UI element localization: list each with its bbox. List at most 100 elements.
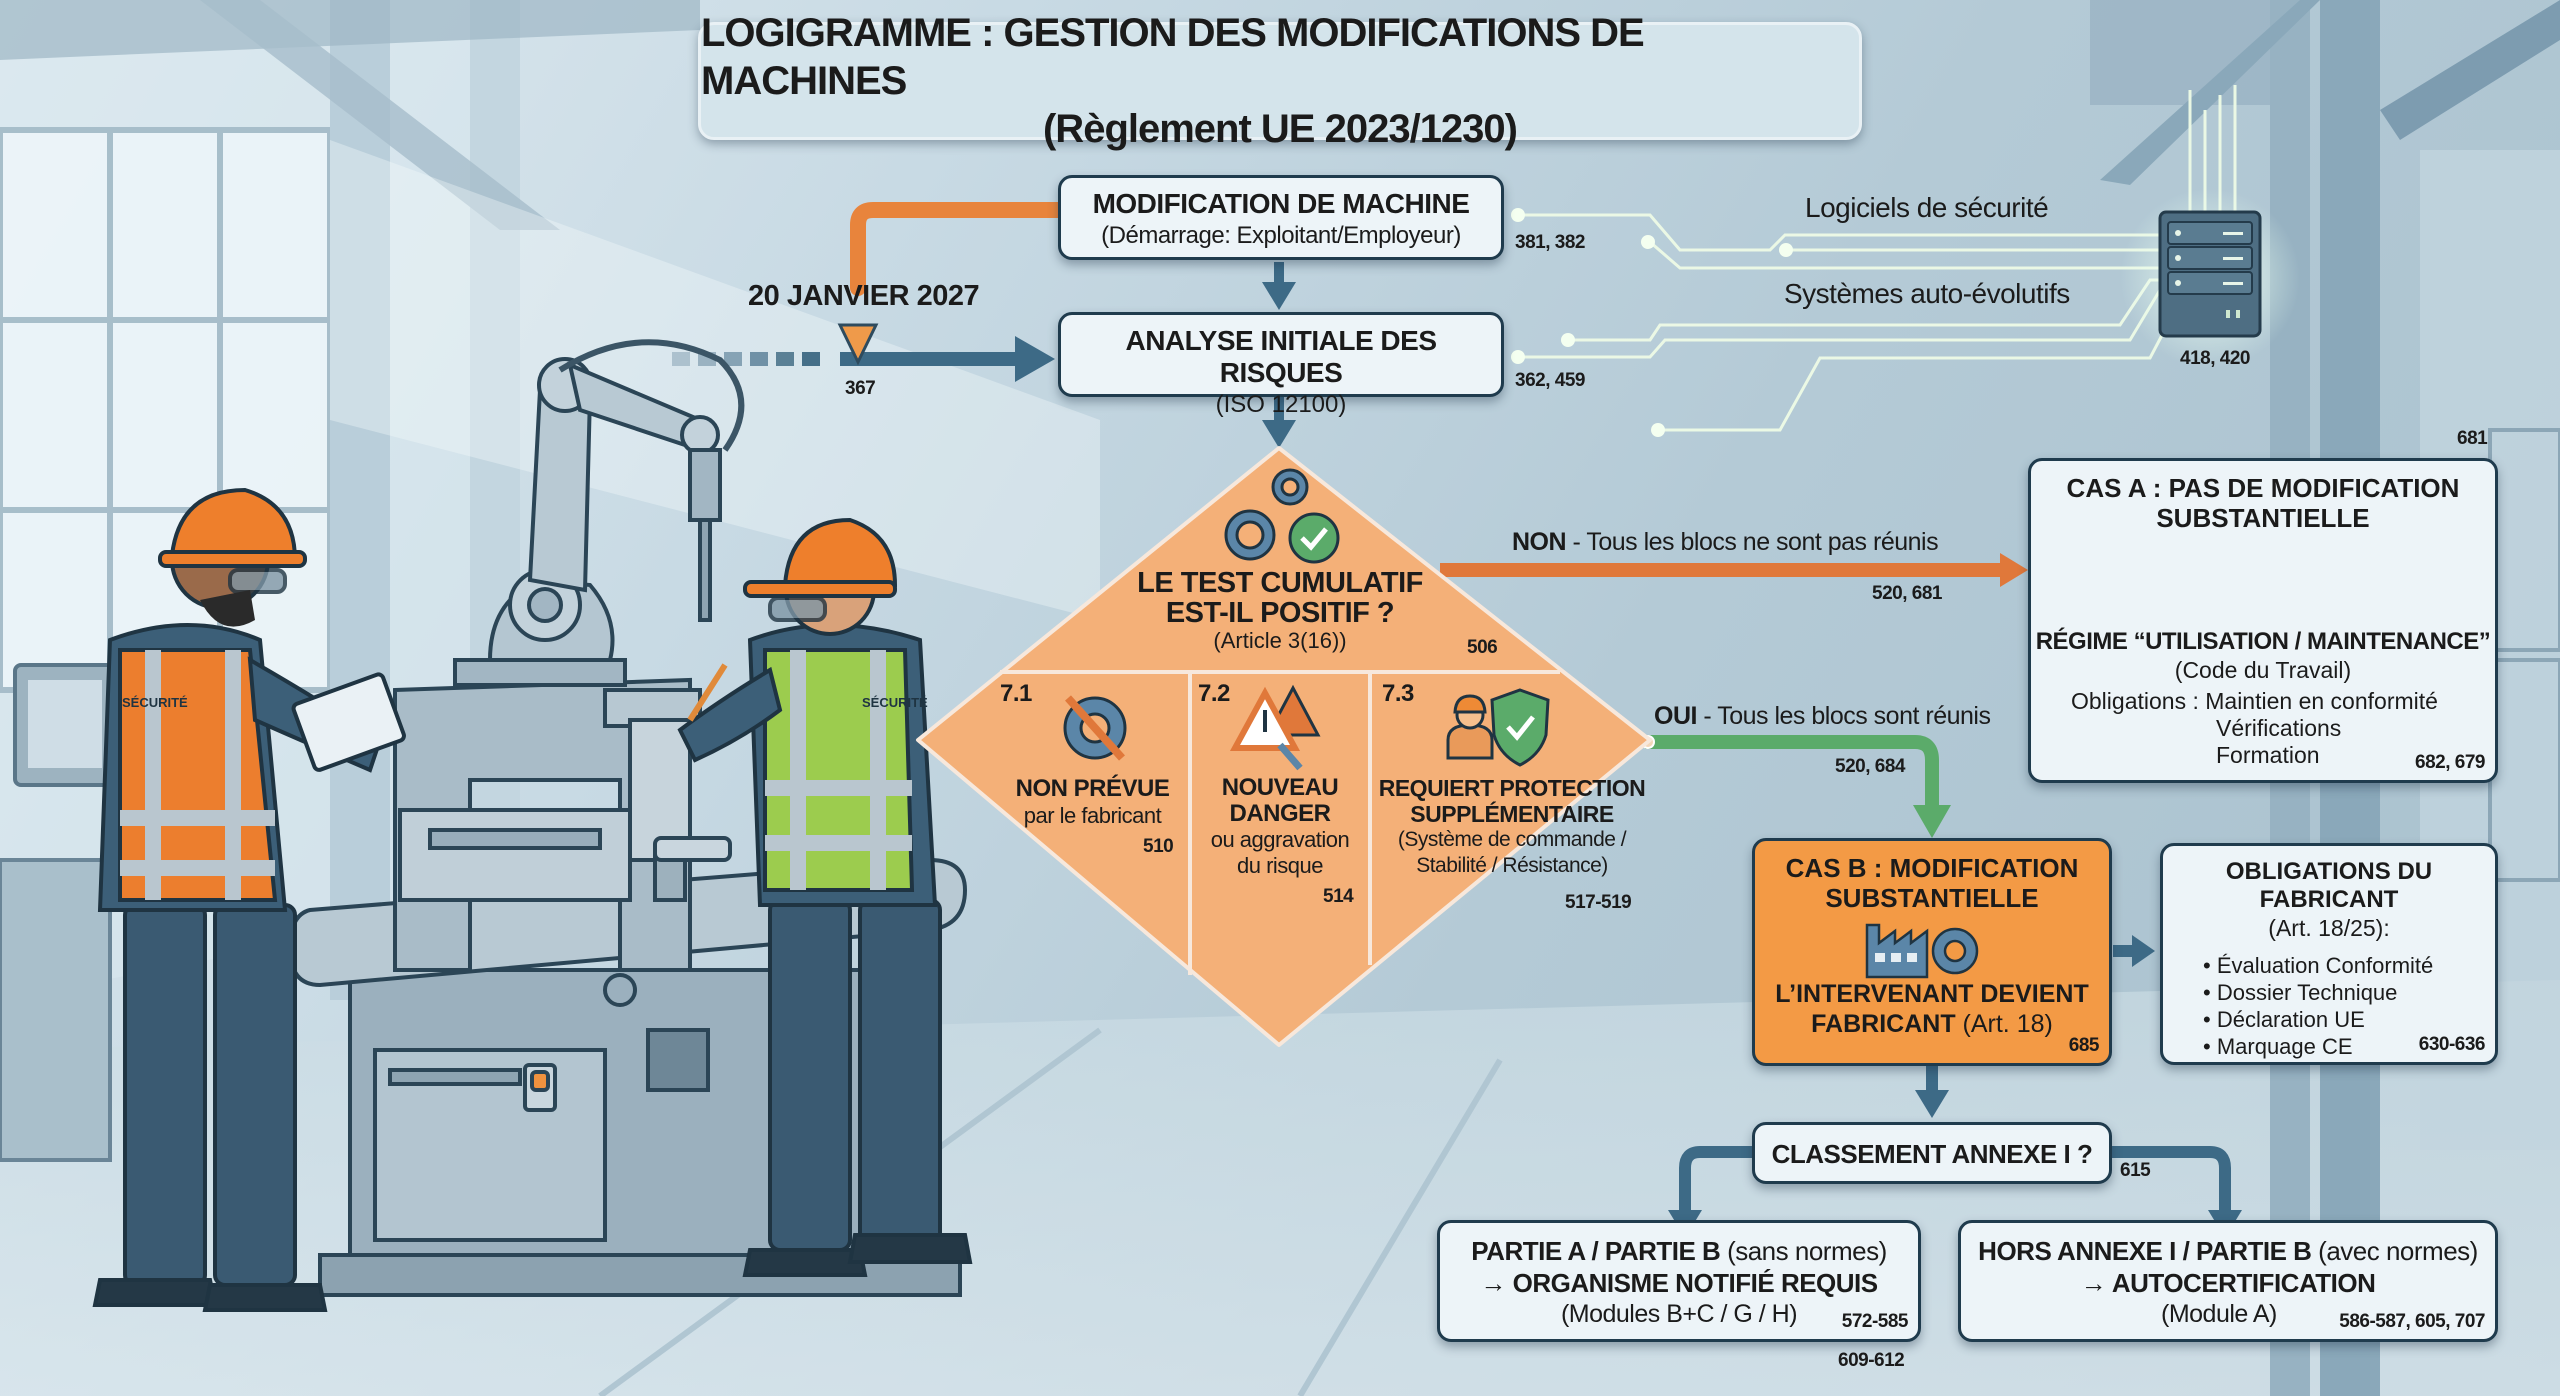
- milestone-triangle-icon: [837, 323, 879, 366]
- outcome-notified-box[interactable]: PARTIE A / PARTIE B (sans normes) → ORGA…: [1437, 1220, 1921, 1342]
- obligations-item: • Marquage CE: [2203, 1034, 2353, 1059]
- criterion-7-2-title-1: NOUVEAU: [1221, 774, 1339, 801]
- obligations-ref: 630-636: [2418, 1034, 2486, 1055]
- criterion-7-1-detail: par le fabricant: [1023, 803, 1162, 828]
- criterion-7-2-title-2: DANGER: [1229, 800, 1331, 827]
- annex-question-label: CLASSEMENT ANNEXE I ?: [1771, 1139, 2093, 1169]
- software-ref: 418, 420: [2180, 348, 2250, 369]
- outcome-notified-line-2: → ORGANISME NOTIFIÉ REQUIS: [1480, 1268, 1878, 1298]
- gear-crossed-icon: [1063, 695, 1127, 761]
- vest-label-right: SÉCURITÉ: [862, 695, 928, 710]
- case-b-title-1: CAS B : MODIFICATION: [1785, 853, 2079, 883]
- warning-magnifier-icon: [1229, 684, 1321, 771]
- case-a-obligation-2: Vérifications: [2216, 715, 2342, 741]
- clipboard-icon: [291, 672, 406, 772]
- criterion-7-1-number: 7.1: [1000, 680, 1032, 707]
- case-a-obligation-3: Formation: [2216, 742, 2320, 768]
- obligations-item: • Dossier Technique: [2203, 980, 2398, 1005]
- outcome-self-normal: (avec normes): [2311, 1236, 2478, 1266]
- software-security-label: Logiciels de sécurité: [1805, 192, 2049, 223]
- step-modification-title: MODIFICATION DE MACHINE: [1092, 188, 1470, 219]
- branch-yes-label[interactable]: OUI - Tous les blocs sont réunis: [1654, 702, 1991, 731]
- annex-question-ref: 615: [2120, 1160, 2151, 1181]
- criterion-7-1-ref: 510: [1143, 836, 1174, 857]
- outcome-notified-ref: 572-585: [1841, 1311, 1909, 1332]
- software-self-evolving-label: Systèmes auto-évolutifs: [1784, 278, 2070, 309]
- date-connector: [850, 202, 1068, 296]
- obligations-subtitle: (Art. 18/25):: [2268, 915, 2390, 941]
- criterion-7-3-detail-1: (Système de commande /: [1397, 828, 1627, 851]
- outcome-self-line-2: → AUTOCERTIFICATION: [2080, 1268, 2376, 1298]
- timeline-date: 20 JANVIER 2027: [748, 280, 980, 312]
- arrow-to-annex: [1915, 1066, 1949, 1118]
- case-b-result-1: L’INTERVENANT DEVIENT: [1775, 980, 2089, 1008]
- outcome-notified-normal: (sans normes): [1720, 1236, 1887, 1266]
- step-modification-ref: 381, 382: [1515, 232, 1585, 253]
- obligations-item: • Évaluation Conformité: [2203, 953, 2434, 978]
- criterion-7-3-number: 7.3: [1382, 680, 1414, 707]
- case-b-result-bold: FABRICANT: [1811, 1010, 1956, 1038]
- timeline-bar: [672, 336, 1055, 382]
- diagram-title: LOGIGRAMME : GESTION DES MODIFICATIONS D…: [698, 11, 1862, 151]
- step-analysis-ref: 362, 459: [1515, 370, 1585, 391]
- decision-subtitle: (Article 3(16)): [1213, 628, 1347, 653]
- outcome-self-line-3: (Module A): [2161, 1300, 2277, 1328]
- step-modification-box[interactable]: MODIFICATION DE MACHINE (Démarrage: Expl…: [1058, 175, 1504, 260]
- worker-shield-icon: [1446, 688, 1550, 767]
- title-line-2: (Règlement UE 2023/1230): [1042, 107, 1518, 151]
- branch-yes-text: - Tous les blocs sont réunis: [1696, 702, 1991, 730]
- worker-right-illustration: [677, 517, 973, 1277]
- circuit-nodes: [1511, 208, 1793, 437]
- obligations-item: • Déclaration UE: [2203, 1007, 2365, 1032]
- branch-no-label[interactable]: NON - Tous les blocs ne sont pas réunis: [1512, 528, 1939, 557]
- case-a-title-2: SUBSTANTIELLE: [2156, 503, 2370, 533]
- criterion-7-2-detail-1: ou aggravation: [1210, 827, 1350, 852]
- vest-label-left: SÉCURITÉ: [122, 695, 188, 710]
- arrow-no: [1440, 553, 2028, 587]
- step-analysis-subtitle: (ISO 12100): [1215, 391, 1347, 418]
- step-modification-subtitle: (Démarrage: Exploitant/Employeur): [1101, 222, 1461, 249]
- criterion-7-3-title-1: REQUIERT PROTECTION: [1378, 775, 1646, 801]
- flow-arrows: [1262, 262, 1296, 448]
- criterion-7-3-title-2: SUPPLÉMENTAIRE: [1410, 801, 1614, 827]
- criterion-7-1-title: NON PRÉVUE: [1015, 775, 1170, 802]
- decision-line-1: LE TEST CUMULATIF: [1137, 567, 1423, 599]
- branch-no-ref: 520, 681: [1872, 583, 1942, 604]
- case-b-result-rest: (Art. 18): [1955, 1010, 2053, 1038]
- arrow-right-icon: [1015, 336, 1055, 382]
- criterion-7-2-number: 7.2: [1198, 680, 1230, 707]
- criterion-7-3-detail-2: Stabilité / Résistance): [1416, 854, 1608, 877]
- case-a-code: (Code du Travail): [2174, 657, 2352, 683]
- case-b-icons: [1755, 913, 2109, 979]
- criterion-7-3-ref: 517-519: [1565, 892, 1632, 913]
- case-b-ref: 685: [2068, 1035, 2100, 1056]
- case-b-box[interactable]: CAS B : MODIFICATION SUBSTANTIELLE L’INT…: [1752, 838, 2112, 1066]
- criterion-7-2-detail-2: du risque: [1236, 853, 1324, 878]
- branch-no-keyword: NON: [1512, 528, 1567, 556]
- window-icon: [0, 127, 333, 693]
- case-a-title-1: CAS A : PAS DE MODIFICATION: [2066, 473, 2460, 503]
- case-a-ref-top: 681: [2457, 428, 2488, 449]
- outcome-notified-bold: PARTIE A / PARTIE B: [1471, 1236, 1721, 1266]
- server-icon: [2158, 210, 2262, 338]
- annex-question-box[interactable]: CLASSEMENT ANNEXE I ?: [1752, 1122, 2112, 1184]
- branch-yes-keyword: OUI: [1654, 702, 1697, 730]
- timeline-ref: 367: [845, 378, 876, 399]
- branch-no-text: - Tous les blocs ne sont pas réunis: [1566, 528, 1939, 556]
- outcome-notified-line-3: (Modules B+C / G / H): [1560, 1300, 1798, 1328]
- step-analysis-box[interactable]: ANALYSE INITIALE DES RISQUES (ISO 12100): [1058, 312, 1504, 418]
- case-a-obligations: Obligations : Maintien en conformité Vér…: [2031, 688, 2495, 769]
- case-a-ref: 682, 679: [2415, 752, 2485, 773]
- factory-gear-icon: [1865, 923, 1979, 979]
- manufacturer-obligations-box[interactable]: OBLIGATIONS DU FABRICANT (Art. 18/25): •…: [2160, 843, 2498, 1065]
- title-line-1: LOGIGRAMME : GESTION DES MODIFICATIONS D…: [701, 11, 1645, 103]
- computer-monitor-icon: [0, 663, 117, 1162]
- decision-ref: 506: [1467, 637, 1498, 658]
- gears-check-icon: [1224, 468, 1340, 564]
- outcome-self-box[interactable]: HORS ANNEXE I / PARTIE B (avec normes) →…: [1958, 1220, 2498, 1342]
- case-a-box[interactable]: CAS A : PAS DE MODIFICATION SUBSTANTIELL…: [2028, 458, 2498, 783]
- case-a-obligation-1: Maintien en conformité: [2205, 688, 2438, 714]
- decision-question[interactable]: LE TEST CUMULATIF EST-IL POSITIF ? (Arti…: [1130, 568, 1430, 654]
- criterion-7-2-ref: 514: [1323, 886, 1354, 907]
